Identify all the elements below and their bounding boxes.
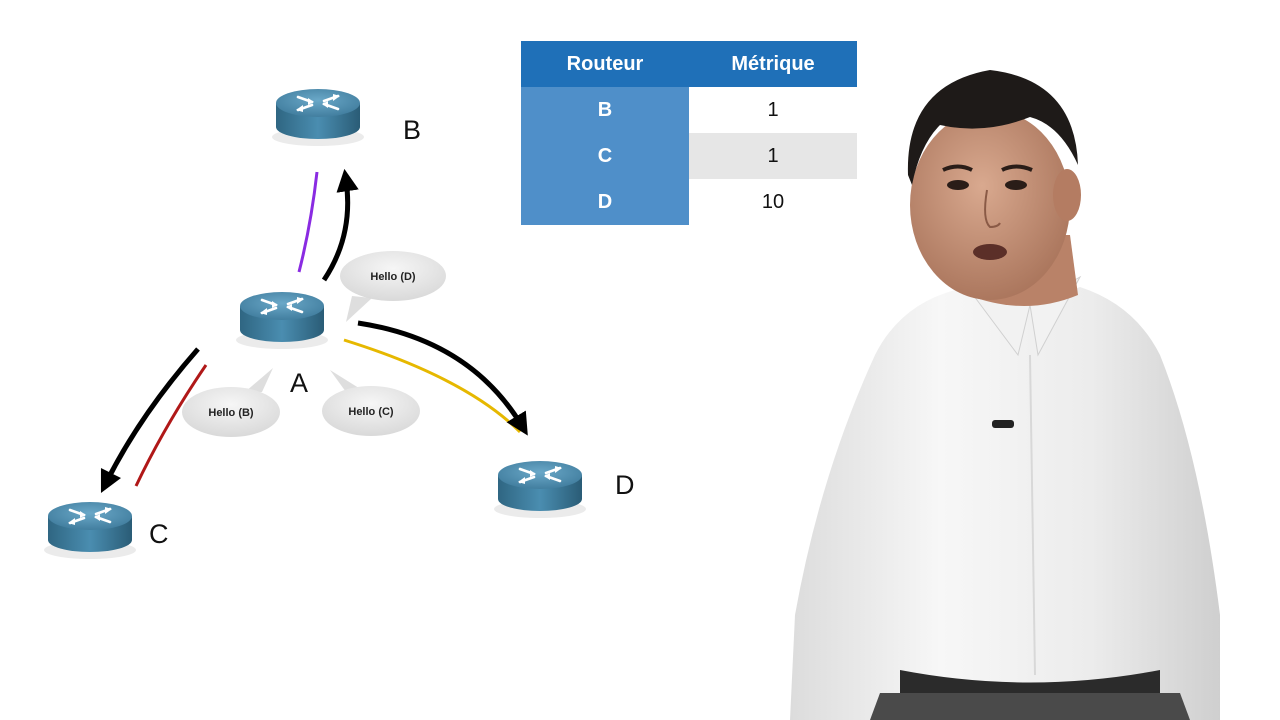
header-router: Routeur: [521, 41, 689, 87]
router-a-icon: [236, 292, 328, 349]
table-row-router: D: [521, 179, 689, 225]
router-d-label: D: [615, 470, 635, 500]
arrow-a-to-b: [324, 180, 348, 280]
hello-bubble-c: Hello (C): [322, 370, 420, 436]
hello-bubble-c-text: Hello (C): [348, 406, 394, 418]
router-c-icon: [44, 502, 136, 559]
router-c-label: C: [149, 519, 169, 549]
hello-bubble-d-text: Hello (D): [370, 271, 416, 283]
hello-bubble-b-text: Hello (B): [208, 407, 254, 419]
presenter-image: [780, 55, 1280, 720]
router-b-label: B: [403, 115, 421, 145]
router-a-label: A: [290, 368, 308, 398]
router-d-icon: [494, 461, 586, 518]
table-row-router: C: [521, 133, 689, 179]
table-row-router: B: [521, 87, 689, 133]
router-b-icon: [272, 89, 364, 146]
link-a-b: [299, 172, 317, 272]
hello-bubble-d: Hello (D): [340, 251, 446, 322]
